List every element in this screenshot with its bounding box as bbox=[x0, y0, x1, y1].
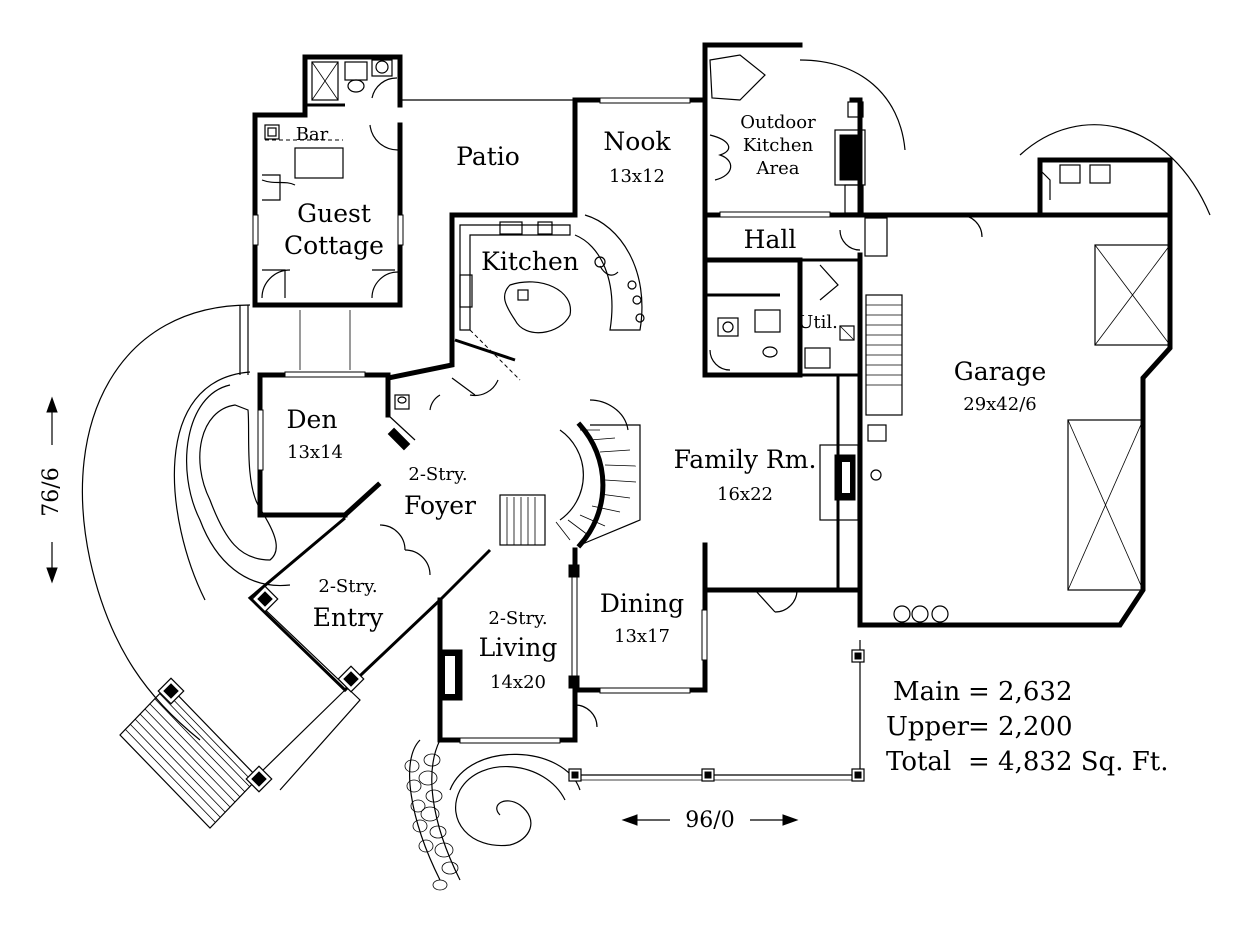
dimension-width-label: 96/0 bbox=[685, 808, 734, 833]
label-nook-size: 13x12 bbox=[609, 166, 665, 187]
label-patio: Patio bbox=[456, 142, 520, 171]
spiral-stair bbox=[499, 399, 641, 549]
dimension-width: 96/0 bbox=[621, 808, 799, 833]
label-dining-size: 13x17 bbox=[614, 626, 670, 647]
doors bbox=[574, 589, 798, 728]
breezeway bbox=[239, 305, 351, 375]
area-summary: Main = 2,632 Upper = 2,200 Total = 4,832… bbox=[886, 677, 1168, 777]
label-garage-size: 29x42/6 bbox=[963, 394, 1036, 415]
fireplaces bbox=[439, 444, 859, 701]
label-bar: Bar bbox=[296, 124, 329, 145]
room-labels: Bar Patio Nook 13x12 Outdoor Kitchen Are… bbox=[284, 112, 1046, 693]
label-guest-cottage-2: Cottage bbox=[284, 231, 384, 260]
label-hall: Hall bbox=[744, 225, 797, 254]
utility-fixtures bbox=[709, 229, 861, 371]
label-outdoor-kitchen-3: Area bbox=[756, 158, 800, 179]
guest-cottage bbox=[252, 54, 404, 308]
dimension-depth: 76/6 bbox=[39, 396, 64, 584]
label-den-size: 13x14 bbox=[287, 442, 343, 463]
label-living-size: 14x20 bbox=[490, 672, 546, 693]
label-foyer-1: 2-Stry. bbox=[408, 464, 467, 485]
main-walls bbox=[257, 42, 1173, 743]
label-family-size: 16x22 bbox=[717, 484, 773, 505]
label-nook: Nook bbox=[603, 127, 671, 156]
area-total-value: = 4,832 Sq. Ft. bbox=[968, 747, 1168, 777]
label-guest-cottage-1: Guest bbox=[297, 199, 371, 228]
dimension-depth-label: 76/6 bbox=[39, 467, 64, 516]
label-dining: Dining bbox=[600, 589, 684, 618]
label-kitchen: Kitchen bbox=[481, 247, 579, 276]
label-outdoor-kitchen-2: Kitchen bbox=[743, 135, 814, 156]
porch bbox=[568, 564, 865, 782]
area-main-label: Main bbox=[893, 677, 960, 707]
label-entry-1: 2-Stry. bbox=[318, 576, 377, 597]
area-upper-value: = 2,200 bbox=[968, 712, 1072, 742]
label-outdoor-kitchen-1: Outdoor bbox=[740, 112, 816, 133]
label-entry-2: Entry bbox=[313, 603, 384, 632]
label-den: Den bbox=[287, 405, 338, 434]
kitchen-fixtures bbox=[459, 214, 645, 381]
label-foyer-2: Foyer bbox=[404, 491, 476, 520]
area-upper-label: Upper bbox=[886, 712, 970, 742]
area-main-value: = 2,632 bbox=[968, 677, 1072, 707]
area-total-label: Total bbox=[886, 747, 951, 777]
label-garage: Garage bbox=[954, 357, 1047, 386]
landscape bbox=[81, 59, 1211, 891]
entry-steps bbox=[119, 516, 442, 829]
garage-fixtures bbox=[864, 214, 1171, 623]
label-family: Family Rm. bbox=[674, 445, 817, 474]
outdoor-kitchen-fixtures bbox=[709, 54, 1111, 214]
label-util: Util. bbox=[798, 312, 838, 333]
den-fixtures bbox=[379, 377, 499, 576]
label-living-2: Living bbox=[479, 633, 558, 662]
label-living-1: 2-Stry. bbox=[488, 608, 547, 629]
